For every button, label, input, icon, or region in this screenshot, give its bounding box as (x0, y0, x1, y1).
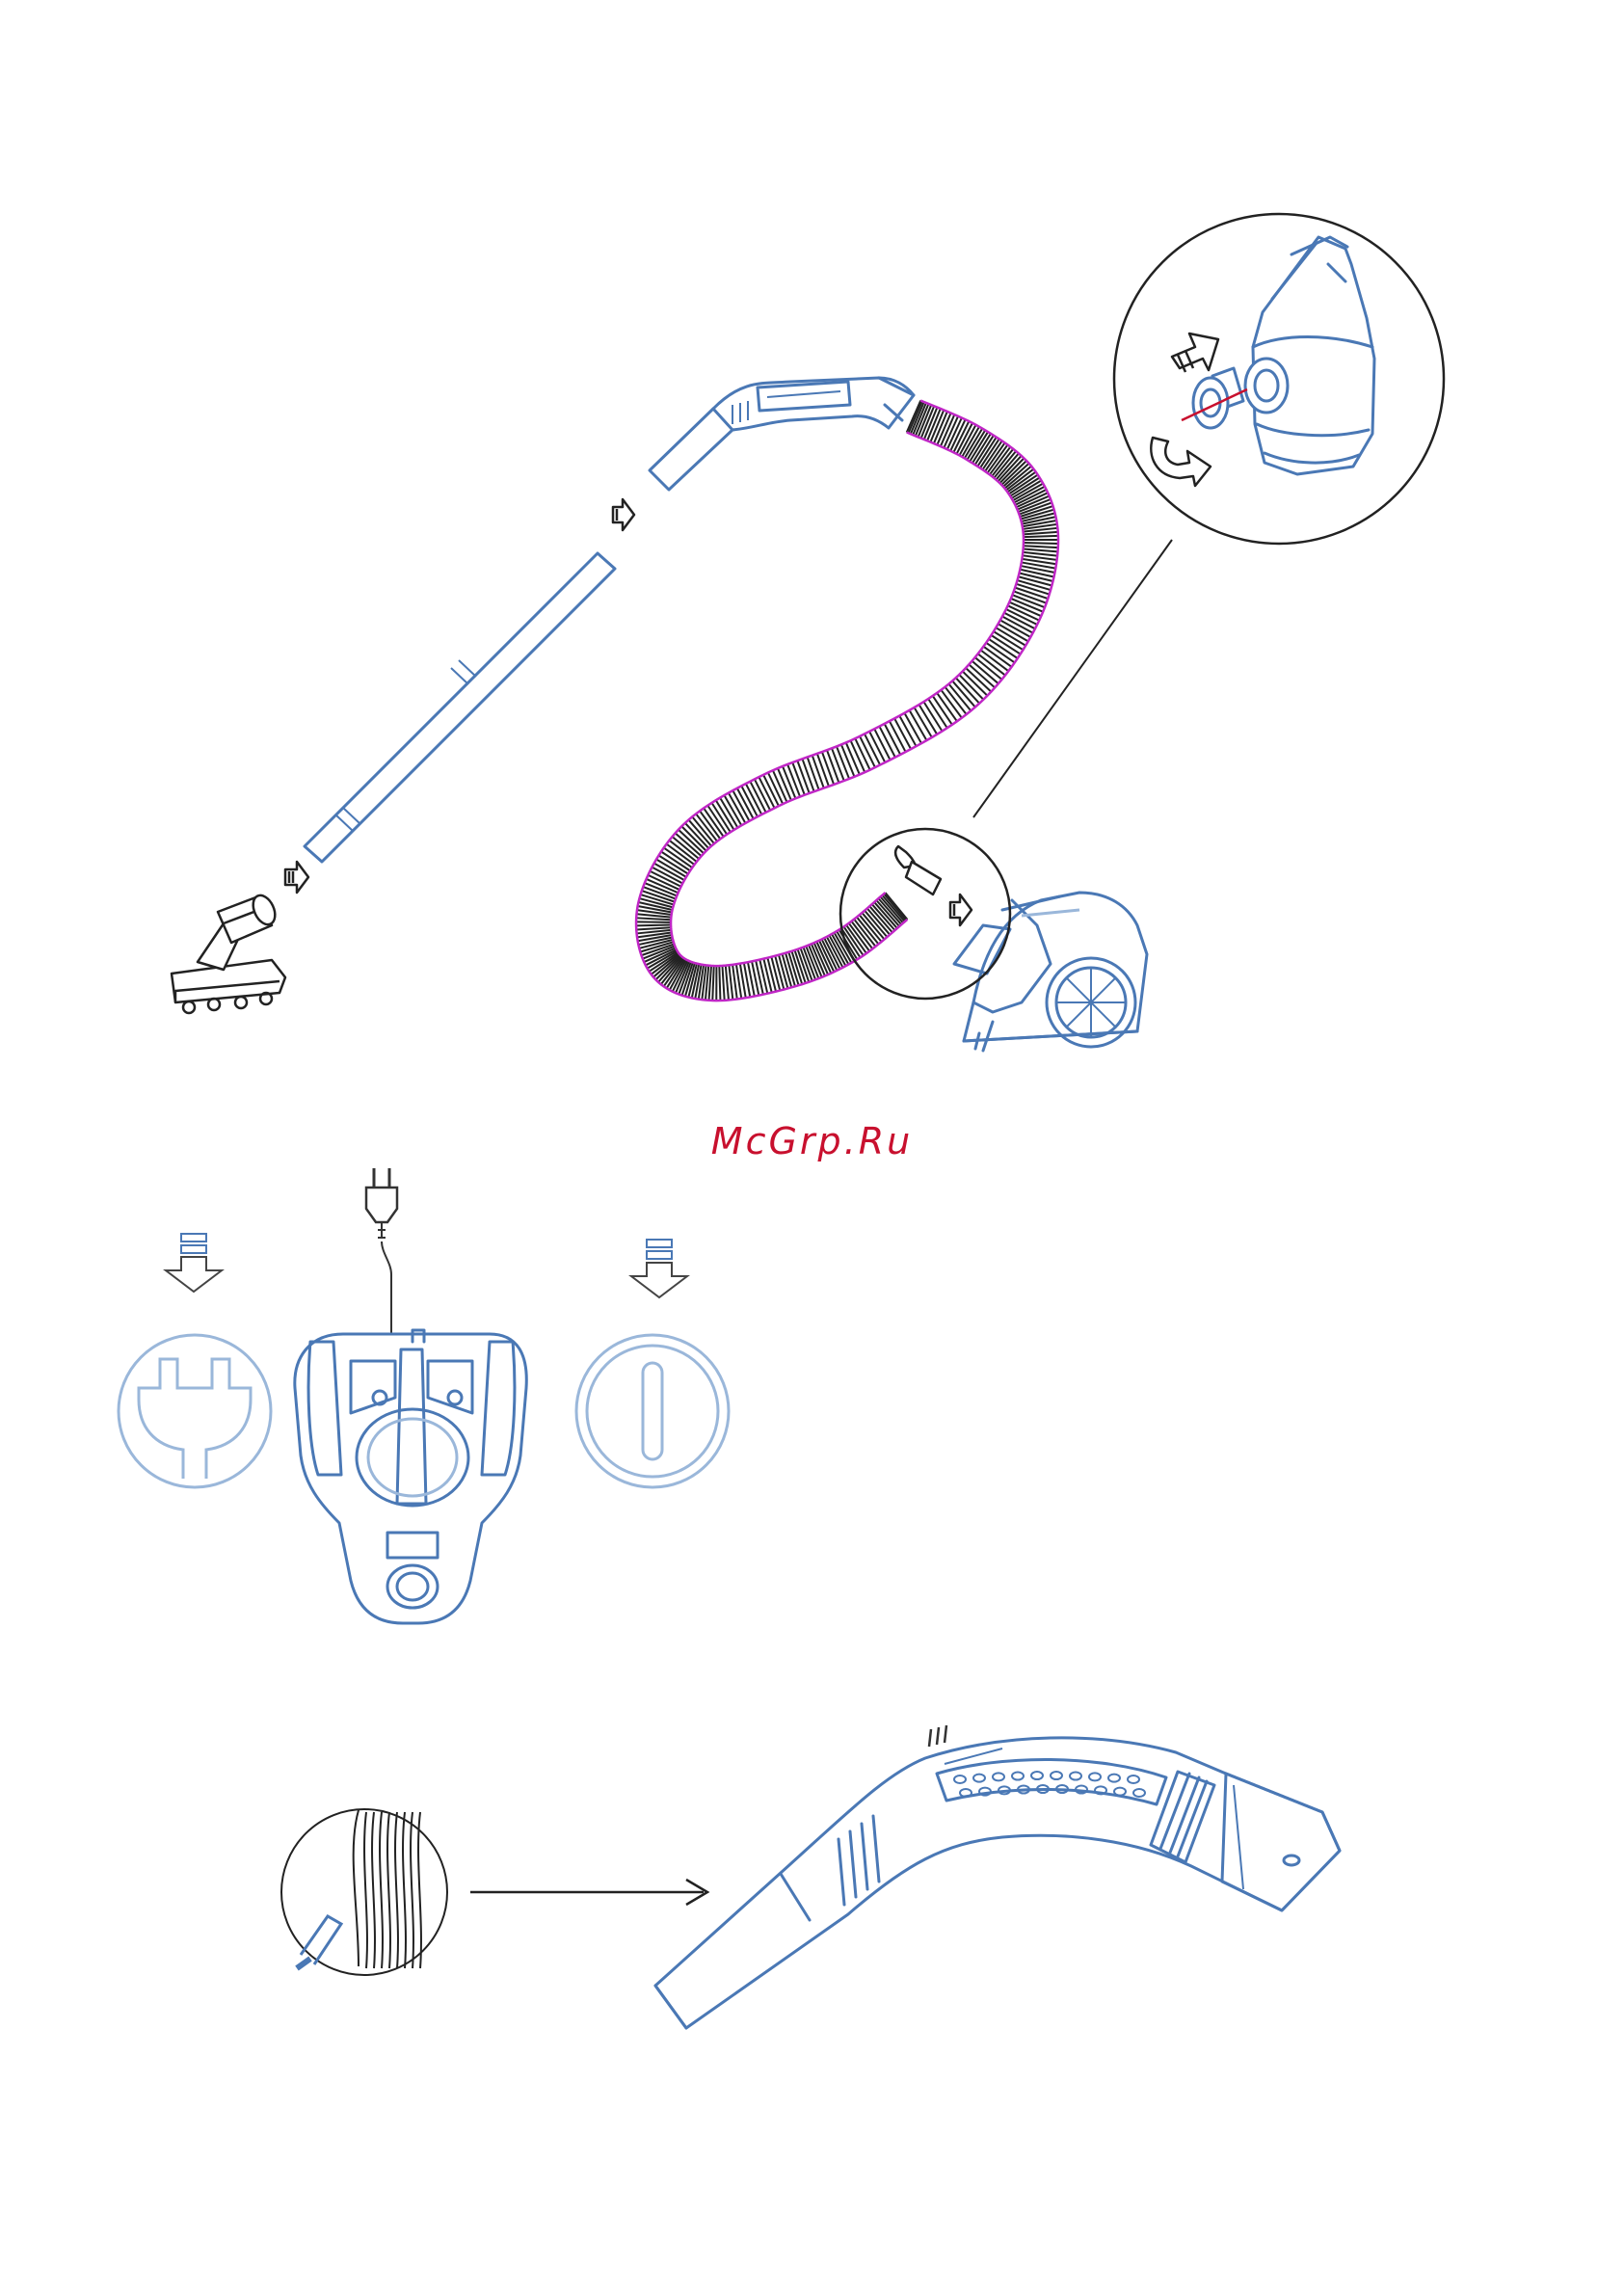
hose-rib (1024, 532, 1058, 535)
hose-rib (722, 966, 724, 1001)
hose-rib (704, 808, 724, 837)
hose-rib (658, 855, 688, 873)
plug-icon (366, 1168, 397, 1334)
vacuum-body (954, 893, 1147, 1051)
hose-rib (1024, 548, 1058, 551)
hose-rib (700, 811, 720, 839)
hose-rib (792, 762, 805, 795)
hose-edge (671, 401, 1058, 967)
hose-rib (763, 959, 771, 993)
hose-rib (812, 756, 824, 788)
hose-rib (1020, 574, 1053, 581)
hose-rib (712, 966, 713, 1001)
hose-rib (822, 752, 834, 785)
hose-rib (832, 748, 844, 781)
press-arrow-icon (631, 1240, 687, 1297)
hose-rib (661, 851, 690, 870)
hose-rib (802, 759, 813, 791)
arrow-icon (613, 499, 634, 530)
hose-rib (656, 860, 686, 877)
hose-rib (1024, 543, 1058, 544)
grip-rib (418, 1812, 421, 1968)
grip-rib (372, 1812, 375, 1968)
hose-rib (808, 757, 819, 789)
hose-rib (837, 746, 849, 779)
slider-detail-inset (281, 1809, 447, 1975)
hose-rib (854, 920, 875, 947)
hose-rib (726, 966, 729, 1001)
press-arrow-icon (166, 1234, 222, 1292)
hose-rib (636, 918, 671, 920)
grip-rib (364, 1812, 367, 1968)
assembly-figure (172, 214, 1444, 1051)
power-button-icon (576, 1335, 729, 1487)
rotate-arrow-icon (1151, 438, 1211, 486)
cord-rewind-button-icon (119, 1335, 271, 1487)
hose-rib (1023, 552, 1057, 556)
ribbed-grip (364, 1812, 421, 1968)
handle-figure (281, 1725, 1340, 2028)
push-arrow-icon (1172, 334, 1218, 372)
hose-rib (1024, 536, 1058, 537)
telescopic-tube (305, 553, 615, 862)
vacuum-top-view (295, 1330, 526, 1623)
hose-rib (851, 921, 872, 949)
hose-rib (709, 966, 711, 1001)
hose-rib (882, 895, 904, 921)
hose-handle (650, 378, 914, 490)
hose-rib (767, 958, 776, 992)
hose-rib (827, 750, 839, 783)
watermark: McGrp.Ru (0, 1120, 1624, 1162)
hose-rib (636, 925, 671, 926)
hose-rib (729, 965, 732, 1000)
hose-rib (636, 921, 671, 922)
grip-rib (387, 1812, 390, 1968)
hose-rib (817, 754, 829, 787)
grip-rib (395, 1812, 398, 1968)
hose-rib (771, 957, 780, 991)
corrugated-hose (636, 401, 1058, 1001)
hose-rib (857, 917, 879, 944)
power-figure (119, 1168, 729, 1623)
grip-rib (403, 1812, 406, 1968)
floor-brush (172, 892, 285, 1013)
container-detail-circle (1114, 214, 1444, 544)
hose-rib (1024, 546, 1058, 547)
hose-rib (797, 761, 809, 793)
grip-rib (380, 1812, 383, 1968)
hose-rib (860, 915, 882, 942)
pointer-arrow-icon (470, 1880, 707, 1905)
grip-rib (411, 1812, 413, 1968)
hose-rib (719, 966, 720, 1001)
hose-handle-large (655, 1725, 1340, 2028)
connection-detail-inset (840, 829, 1010, 999)
arrow-icon (285, 862, 308, 893)
hose-rib (636, 927, 671, 929)
